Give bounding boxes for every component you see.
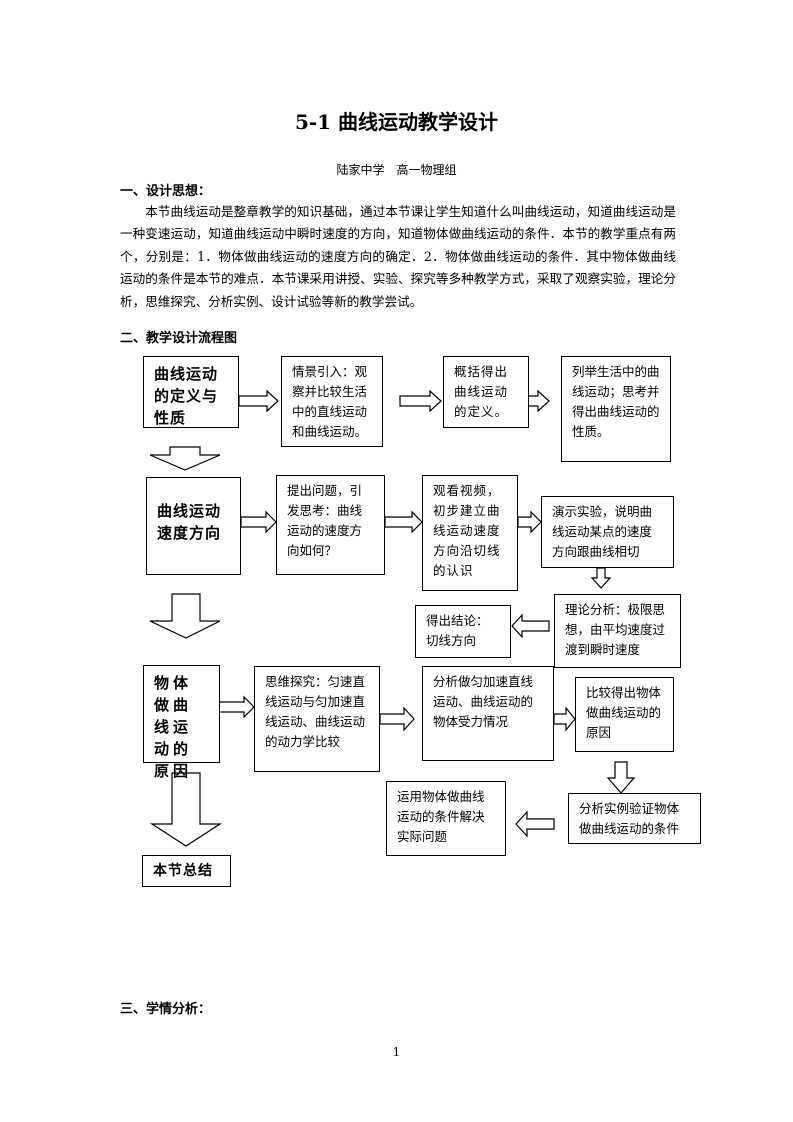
flow-main-definition: 曲线运动的定义与性质 bbox=[143, 356, 239, 428]
arrow-right-icon bbox=[517, 510, 542, 534]
flow-step-theory: 理论分析：极限思想，由平均速度过渡到瞬时速度 bbox=[554, 594, 681, 668]
section-heading-design-idea: 一、设计思想： bbox=[120, 184, 212, 199]
arrow-right-icon bbox=[399, 389, 442, 413]
arrow-down-icon bbox=[149, 446, 221, 471]
page-title: 5-1 曲线运动教学设计 bbox=[294, 110, 499, 134]
flow-step-apply: 运用物体做曲线运动的条件解决实际问题 bbox=[386, 781, 506, 856]
flow-summary: 本节总结 bbox=[142, 855, 231, 887]
section-heading-learner-analysis: 三、学情分析： bbox=[120, 1002, 212, 1017]
arrow-right-icon bbox=[379, 706, 415, 732]
design-idea-paragraph: 本节曲线运动是整章教学的知识基础，通过本节课让学生知道什么叫曲线运动，知道曲线运… bbox=[120, 204, 676, 309]
flow-step-compare: 比较得出物体做曲线运动的原因 bbox=[575, 677, 674, 752]
author-line: 陆家中学 高一物理组 bbox=[336, 163, 457, 177]
flow-step-question: 提出问题，引发思考：曲线运动的速度方向如何？ bbox=[276, 475, 385, 575]
arrow-down-icon bbox=[149, 593, 221, 639]
flow-step-thinking: 思维探究：匀速直线运动与匀加速直线运动、曲线运动的动力学比较 bbox=[254, 666, 380, 772]
arrow-right-icon bbox=[240, 510, 277, 534]
arrow-right-icon bbox=[526, 389, 550, 413]
flow-main-cause: 物体做曲线运动的原因 bbox=[143, 665, 220, 780]
flow-step-verify: 分析实例验证物体做曲线运动的条件 bbox=[568, 793, 701, 844]
arrow-down-icon bbox=[590, 567, 612, 589]
flow-main-velocity-direction: 曲线运动速度方向 bbox=[146, 477, 241, 575]
flow-step-properties: 列举生活中的曲线运动；思考并得出曲线运动的性质。 bbox=[561, 356, 671, 462]
flow-step-define: 概括得出曲线运动的定义。 bbox=[443, 356, 529, 428]
arrow-right-icon bbox=[238, 389, 279, 413]
arrow-right-icon bbox=[553, 706, 576, 732]
flow-step-intro: 情景引入：观察并比较生活中的直线运动和曲线运动。 bbox=[281, 356, 383, 447]
section-heading-flowchart: 二、教学设计流程图 bbox=[120, 331, 238, 346]
arrow-right-icon bbox=[384, 510, 423, 534]
arrow-right-icon bbox=[218, 695, 255, 719]
page-number: 1 bbox=[392, 1045, 401, 1059]
flow-step-force-analysis: 分析做匀加速直线运动、曲线运动的物体受力情况 bbox=[422, 666, 554, 761]
flow-step-conclusion: 得出结论：切线方向 bbox=[415, 605, 511, 658]
arrow-left-icon bbox=[515, 810, 555, 838]
arrow-left-icon bbox=[511, 613, 550, 639]
arrow-down-icon bbox=[606, 761, 636, 794]
flow-step-demo: 演示实验，说明曲线运动某点的速度方向跟曲线相切 bbox=[541, 496, 674, 568]
arrow-down-icon bbox=[149, 772, 223, 847]
flow-step-video: 观看视频，初步建立曲线运动速度方向沿切线的认识 bbox=[422, 475, 518, 591]
